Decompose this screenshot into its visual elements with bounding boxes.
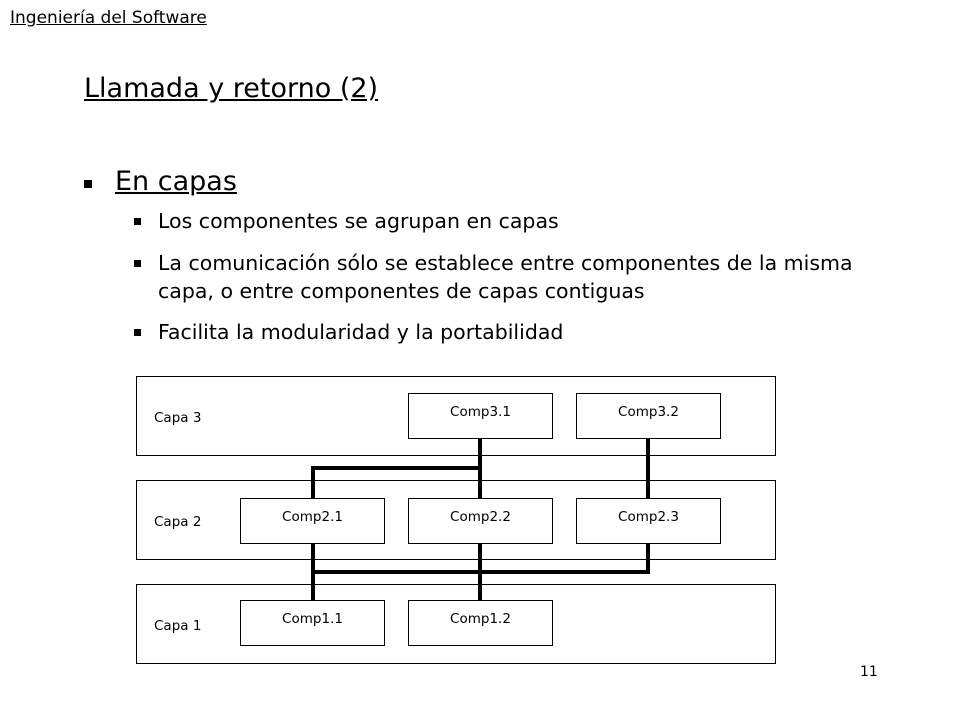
page-number: 11 <box>860 664 878 680</box>
square-bullet-icon <box>84 180 92 188</box>
connector-comp31-comp21-comp22 <box>311 437 482 500</box>
square-bullet-icon <box>134 218 141 225</box>
component-comp3-2: Comp3.2 <box>576 393 721 439</box>
slide-title: Llamada y retorno (2) <box>84 73 379 104</box>
sub-bullet-text: Facilita la modularidad y la portabilida… <box>158 320 564 344</box>
sub-bullet-text: Los componentes se agrupan en capas <box>158 209 559 233</box>
component-comp1-1: Comp1.1 <box>240 600 385 646</box>
layer-3-label: Capa 3 <box>154 410 202 426</box>
sub-bullet: La comunicación sólo se establece entre … <box>134 249 894 305</box>
square-bullet-icon <box>134 329 141 336</box>
main-bullet: En capas <box>84 166 237 197</box>
layer-2-label: Capa 2 <box>154 514 202 530</box>
component-comp2-3: Comp2.3 <box>576 498 721 544</box>
square-bullet-icon <box>134 260 141 267</box>
connector-comp2-to-comp1 <box>311 542 650 604</box>
component-comp2-1: Comp2.1 <box>240 498 385 544</box>
component-comp1-2: Comp1.2 <box>408 600 553 646</box>
main-bullet-text: En capas <box>115 166 237 197</box>
header-title: Ingeniería del Software <box>10 8 207 28</box>
component-comp2-2: Comp2.2 <box>408 498 553 544</box>
component-comp3-1: Comp3.1 <box>408 393 553 439</box>
sub-bullet-text: La comunicación sólo se establece entre … <box>158 251 853 303</box>
layer-1-label: Capa 1 <box>154 618 202 634</box>
sub-bullet: Los componentes se agrupan en capas <box>134 207 559 235</box>
sub-bullet: Facilita la modularidad y la portabilida… <box>134 318 563 346</box>
